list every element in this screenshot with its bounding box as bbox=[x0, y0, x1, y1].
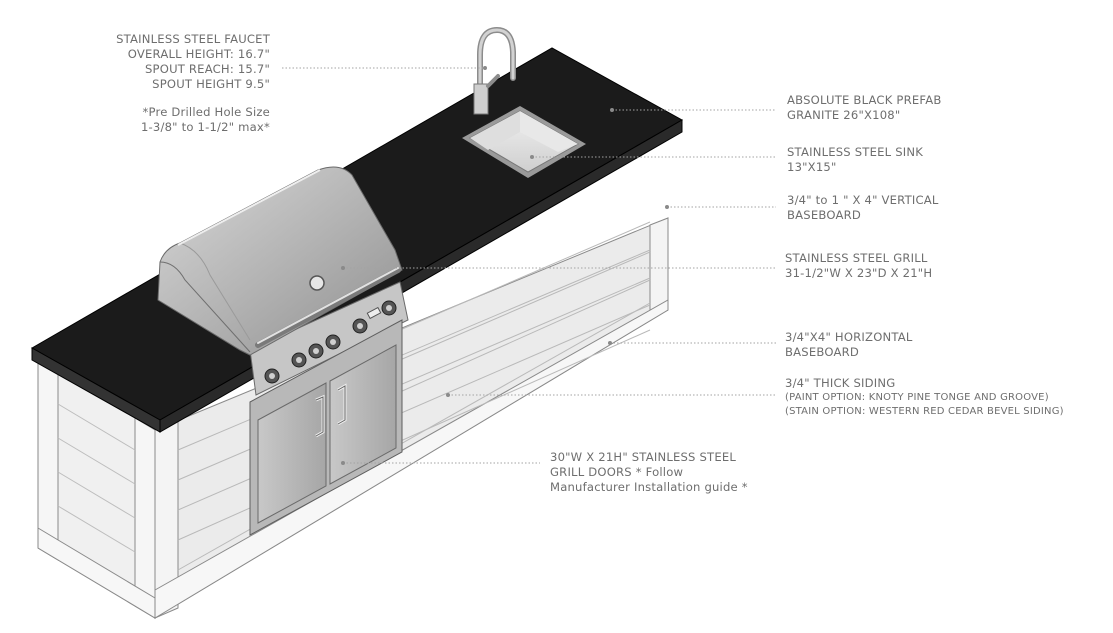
sink-callout: STAINLESS STEEL SINK 13"X15" bbox=[787, 145, 923, 175]
faucet-label-line: SPOUT REACH: 15.7" bbox=[145, 62, 270, 76]
grill-door-left bbox=[257, 382, 327, 524]
granite-label-line: ABSOLUTE BLACK PREFAB bbox=[787, 93, 942, 107]
faucet-note-line: *Pre Drilled Hole Size bbox=[142, 105, 270, 119]
faucet-note-line: 1-3/8" to 1-1/2" max* bbox=[140, 120, 270, 134]
horizontal-baseboard-callout: 3/4"X4" HORIZONTAL BASEBOARD bbox=[785, 330, 913, 360]
grill-label-line: 31-1/2"W X 23"D X 21"H bbox=[785, 266, 933, 280]
leader-lines bbox=[282, 67, 776, 464]
grill-callout: STAINLESS STEEL GRILL 31-1/2"W X 23"D X … bbox=[785, 251, 932, 281]
faucet-callout: STAINLESS STEEL FAUCET OVERALL HEIGHT: 1… bbox=[60, 32, 270, 135]
grill-door-right bbox=[329, 344, 397, 485]
grill bbox=[157, 166, 409, 396]
vertical-baseboard-label-line: BASEBOARD bbox=[787, 208, 861, 222]
countertop-end-edge bbox=[31, 347, 161, 433]
grill-doors-callout: 30"W X 21H" STAINLESS STEEL GRILL DOORS … bbox=[550, 450, 748, 495]
horizontal-baseboard-end bbox=[37, 527, 156, 619]
faucet-label-line: OVERALL HEIGHT: 16.7" bbox=[127, 47, 270, 61]
faucet bbox=[473, 26, 516, 115]
siding-option: (STAIN OPTION: WESTERN RED CEDAR BEVEL S… bbox=[785, 406, 1064, 417]
grill-doors-label-line: 30"W X 21H" STAINLESS STEEL bbox=[550, 450, 737, 464]
grill-doors bbox=[249, 319, 403, 536]
siding-label-title: 3/4" THICK SIDING bbox=[785, 376, 896, 390]
granite-callout: ABSOLUTE BLACK PREFAB GRANITE 26"X108" bbox=[787, 93, 941, 123]
faucet-label-line: SPOUT HEIGHT 9.5" bbox=[152, 77, 270, 91]
sink-label-line: 13"X15" bbox=[787, 160, 837, 174]
horizontal-baseboard-label-line: 3/4"X4" HORIZONTAL bbox=[785, 330, 913, 344]
sink-label-line: STAINLESS STEEL SINK bbox=[787, 145, 924, 159]
faucet-label-line: STAINLESS STEEL FAUCET bbox=[116, 32, 270, 46]
grill-label-line: STAINLESS STEEL GRILL bbox=[785, 251, 928, 265]
grill-doors-label-line: GRILL DOORS * Follow bbox=[550, 465, 684, 479]
cabinet-body bbox=[37, 217, 669, 619]
grill-doors-label-line: Manufacturer Installation guide * bbox=[550, 480, 748, 494]
granite-label-line: GRANITE 26"X108" bbox=[787, 108, 901, 122]
siding-option: (PAINT OPTION: KNOTY PINE TONGE AND GROO… bbox=[785, 392, 1049, 403]
horizontal-baseboard-label-line: BASEBOARD bbox=[785, 345, 859, 359]
vertical-baseboard-label-line: 3/4" to 1 " X 4" VERTICAL bbox=[787, 193, 939, 207]
siding-callout: 3/4" THICK SIDING (PAINT OPTION: KNOTY P… bbox=[785, 376, 1064, 419]
grill-hood bbox=[157, 166, 403, 356]
end-siding-grooves bbox=[57, 403, 136, 553]
leader-dots bbox=[341, 66, 669, 465]
vertical-baseboard-callout: 3/4" to 1 " X 4" VERTICAL BASEBOARD bbox=[787, 193, 939, 223]
